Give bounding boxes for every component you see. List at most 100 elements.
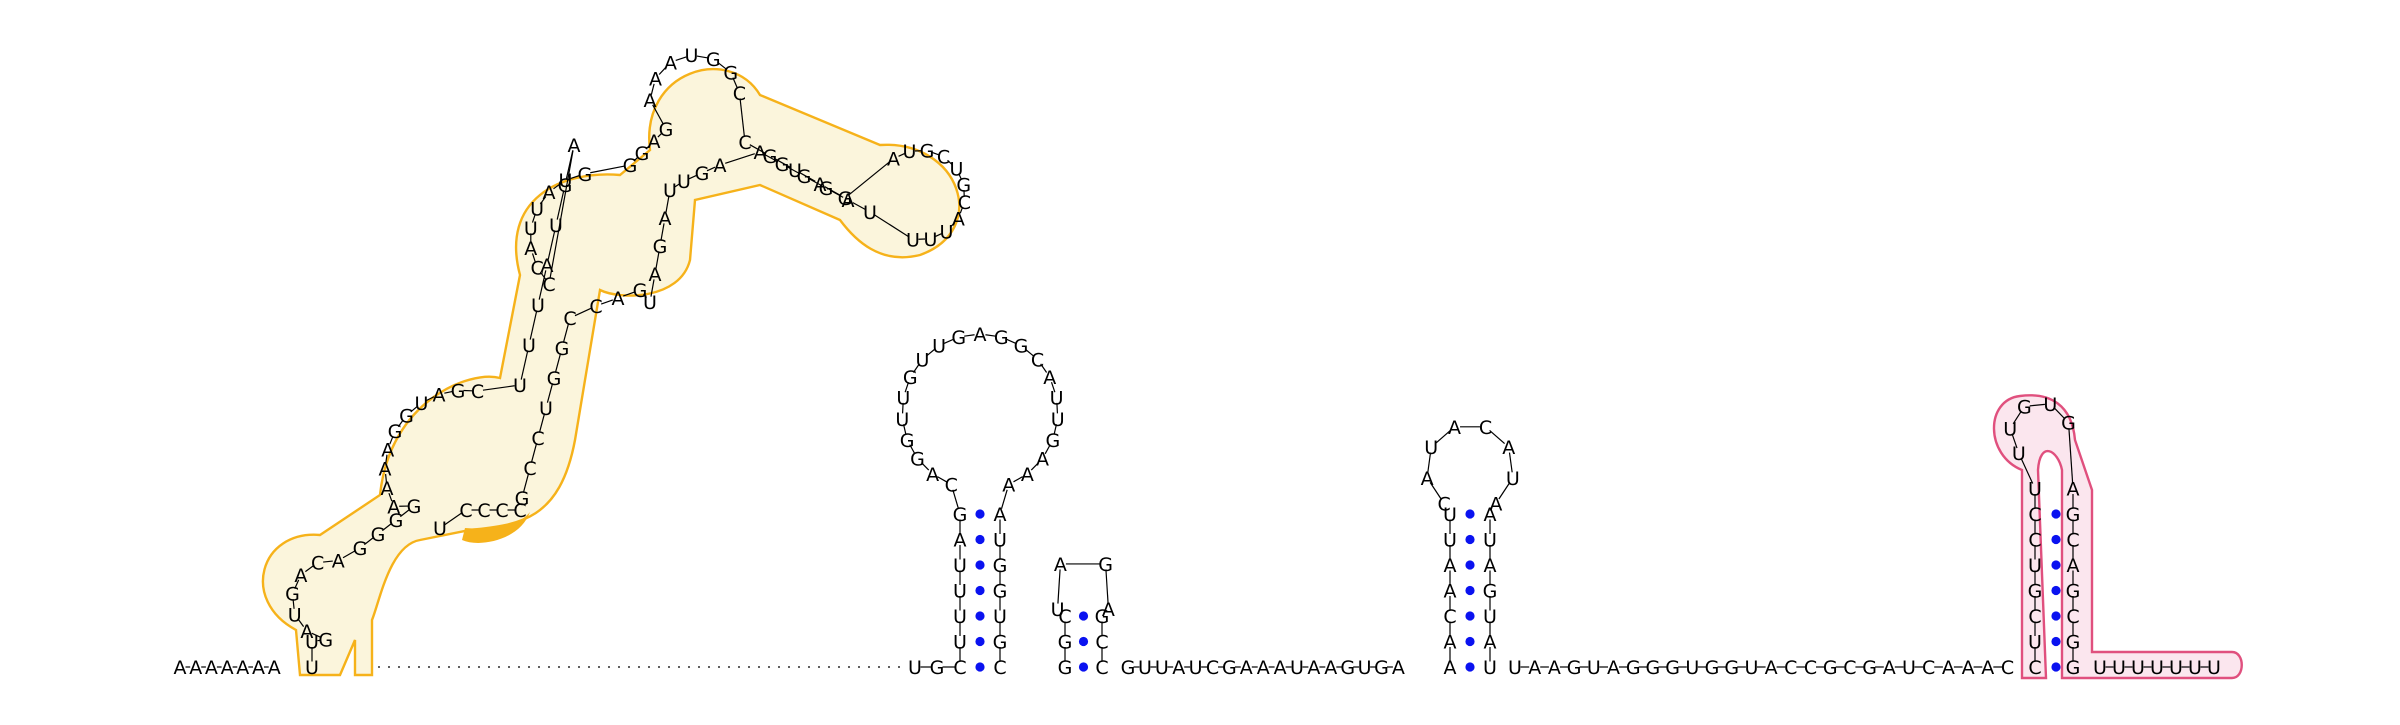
yellow-domain-nucleotide: A xyxy=(381,439,394,461)
yellow-domain-nucleotide: A xyxy=(648,131,661,153)
yellow-domain-nucleotide: A xyxy=(300,621,313,643)
yellow-domain-nucleotide: G xyxy=(371,524,386,546)
yellow-domain-nucleotide: A xyxy=(842,190,855,212)
backbone-segment xyxy=(852,202,866,210)
backbone-segment xyxy=(959,206,964,214)
backbone-segment xyxy=(2011,433,2018,449)
backbone-segment xyxy=(1508,452,1513,473)
yellow-domain-nucleotide: C xyxy=(513,500,526,522)
yellow-domain-nucleotide: G xyxy=(388,421,403,443)
hairpin-1-nucleotide: U xyxy=(953,555,967,577)
yellow-domain-nucleotide: A xyxy=(612,288,625,310)
yellow-domain-nucleotide: G xyxy=(723,63,738,85)
terminator-nucleotide: C xyxy=(2066,606,2079,628)
hairpin-1-nucleotide: A xyxy=(1021,464,1034,486)
base-pair-dot xyxy=(1078,611,1089,621)
backbone-segment xyxy=(297,618,305,627)
linker-nucleotide: C xyxy=(1804,657,1817,679)
backbone-segment xyxy=(949,222,956,228)
backbone-segment xyxy=(706,166,716,172)
yellow-highlight-accent xyxy=(462,512,530,543)
yellow-domain-nucleotide: U xyxy=(903,141,917,163)
backbone-segment xyxy=(384,474,388,483)
backbone-segment xyxy=(1000,489,1008,509)
hairpin-2-nucleotide: C xyxy=(1058,606,1071,628)
yellow-domain-nucleotide: G xyxy=(318,630,333,652)
backbone-segment xyxy=(389,436,394,445)
backbone-segment xyxy=(952,489,960,509)
base-pair-dot xyxy=(975,636,985,647)
yellow-domain-nucleotide: A xyxy=(952,209,965,231)
backbone-segment xyxy=(562,323,570,343)
backbone-segment xyxy=(444,390,453,394)
backbone-segment xyxy=(725,153,755,164)
backbone-segment xyxy=(397,419,404,428)
backbone-segment xyxy=(904,382,910,393)
tail-nucleotide: A xyxy=(236,657,249,679)
terminator-nucleotide: G xyxy=(2066,504,2081,526)
backbone-segment xyxy=(764,154,778,162)
yellow-domain-nucleotide: G xyxy=(353,538,368,560)
backbone-segment xyxy=(554,353,562,373)
terminator-nucleotide: A xyxy=(2067,555,2080,577)
tail-nucleotide: U xyxy=(2093,657,2107,679)
yellow-domain-nucleotide: U xyxy=(939,221,953,243)
backbone-layer xyxy=(185,55,2209,668)
backbone-segment xyxy=(985,334,996,337)
backbone-segment xyxy=(381,522,393,532)
yellow-domain-nucleotide: A xyxy=(714,155,727,177)
hairpin-2-nucleotide: G xyxy=(1098,554,1113,576)
base-pair-dot xyxy=(2051,611,2061,621)
backbone-segment xyxy=(2012,410,2022,425)
hairpin-1-nucleotide: A xyxy=(1043,367,1056,389)
hairpin-1-nucleotide: U xyxy=(1050,387,1064,409)
base-pair-dot xyxy=(1465,662,1475,672)
yellow-domain-nucleotide: G xyxy=(633,280,648,302)
backbone-segment xyxy=(546,383,554,403)
yellow-domain-nucleotide: C xyxy=(958,192,971,214)
linker-nucleotide: U xyxy=(1155,657,1169,679)
yellow-highlight-outline xyxy=(261,68,961,677)
backbone-segment xyxy=(937,476,947,483)
backbone-segment xyxy=(874,214,909,237)
backbone-segment xyxy=(912,363,920,373)
hairpin-1-nucleotide: G xyxy=(993,581,1008,603)
linker-nucleotide: C xyxy=(2001,657,2014,679)
backbone-segment xyxy=(1040,363,1048,373)
terminator-nucleotide: U xyxy=(2028,479,2042,501)
base-pair-dot xyxy=(975,662,985,672)
base-pair-dot xyxy=(975,509,985,519)
hairpin-3-nucleotide: C xyxy=(1437,494,1450,516)
yellow-domain-nucleotide: G xyxy=(577,164,592,186)
backbone-segment xyxy=(1024,348,1034,357)
linker-nucleotide: U xyxy=(1902,657,1916,679)
backbone-segment xyxy=(898,153,905,157)
yellow-domain-nucleotide: G xyxy=(797,166,812,188)
backbone-segment xyxy=(717,61,727,70)
linker-nucleotide: G xyxy=(1340,657,1355,679)
backbone-segment xyxy=(830,190,844,198)
yellow-domain-nucleotide: G xyxy=(635,143,650,165)
base-pair-dot xyxy=(1465,509,1475,519)
tail-nucleotide: U xyxy=(2188,657,2202,679)
yellow-domain-nucleotide: G xyxy=(623,155,638,177)
linker-nucleotide: U xyxy=(1138,657,1152,679)
backbone-segment xyxy=(1435,429,1451,444)
terminator-nucleotide: G xyxy=(2066,632,2081,654)
backbone-segment xyxy=(786,166,800,174)
yellow-domain-nucleotide: U xyxy=(924,229,938,251)
yellow-domain-nucleotide: G xyxy=(956,174,971,196)
yellow-domain-nucleotide: C xyxy=(459,500,472,522)
yellow-domain-nucleotide: A xyxy=(568,135,581,157)
base-pair-dot xyxy=(1465,611,1475,621)
backbone-segment xyxy=(2029,403,2045,407)
linker-nucleotide: G xyxy=(1862,657,1877,679)
backbone-segment xyxy=(660,223,665,241)
backbone-segment xyxy=(522,473,530,493)
backbone-segment xyxy=(964,334,975,337)
yellow-domain-nucleotide: G xyxy=(399,405,414,427)
yellow-domain-nucleotide: C xyxy=(495,500,508,522)
terminator-nucleotide: C xyxy=(2028,530,2041,552)
backbone-segment xyxy=(943,338,954,344)
backbone-segment xyxy=(909,444,916,455)
